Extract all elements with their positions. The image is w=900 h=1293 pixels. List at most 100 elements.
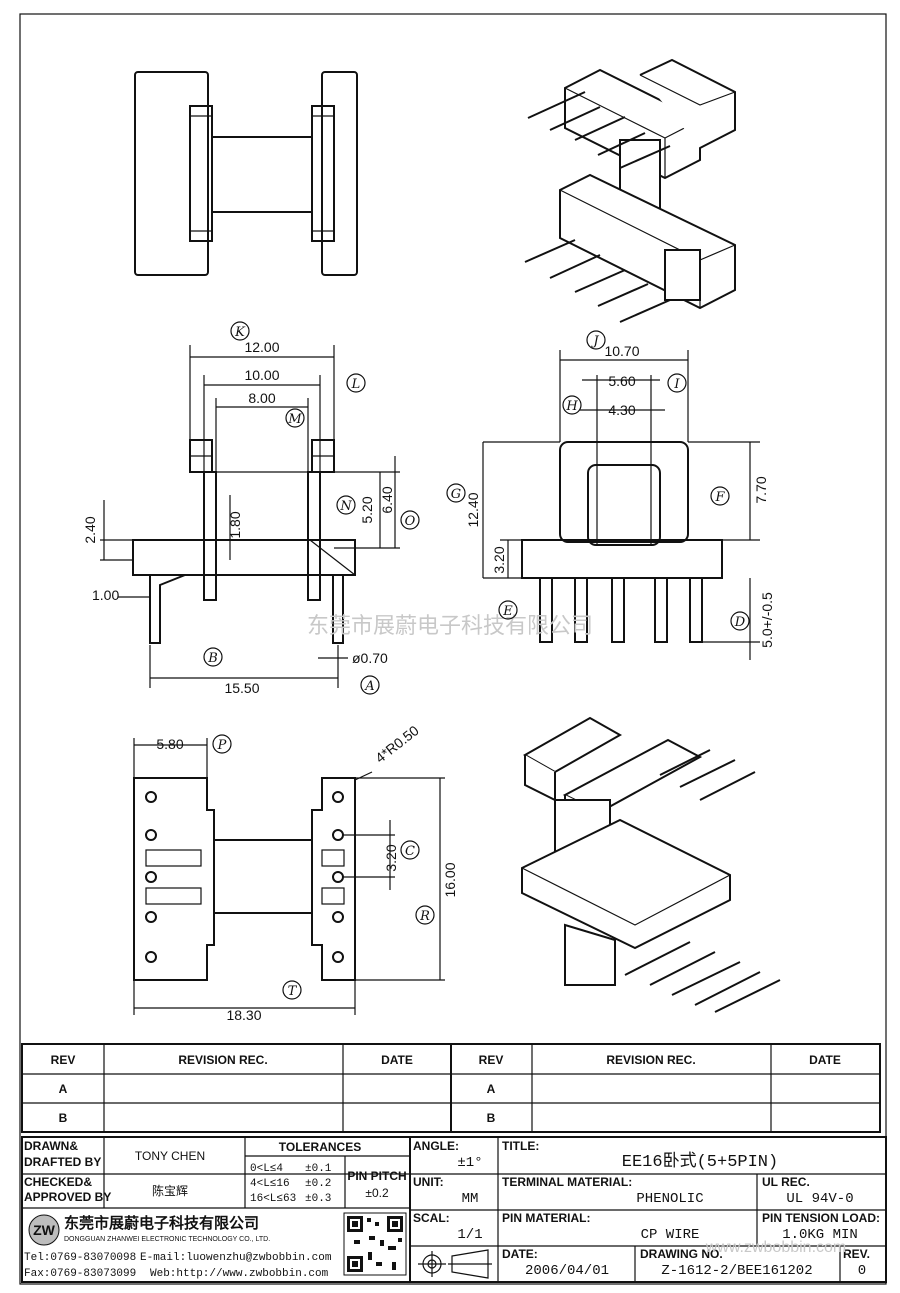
qr-code (343, 1212, 407, 1276)
ref-P: P (217, 738, 227, 753)
ref-B: B (207, 651, 218, 666)
rev-row-b-right: B (487, 1111, 496, 1125)
side-view-dims (482, 350, 760, 660)
angle-value: ±1° (457, 1155, 482, 1171)
pin-pitch-label: PIN PITCH (347, 1169, 406, 1183)
dimension-labels: 12.00 10.00 8.00 2.40 1.80 5.20 6.40 1.0… (82, 339, 775, 1023)
sheet-border (19, 13, 887, 1285)
tol-val-2: ±0.2 (305, 1178, 331, 1190)
dim-3-20: 3.20 (491, 546, 507, 573)
tol-val-1: ±0.1 (305, 1163, 332, 1175)
title-label: TITLE: (502, 1139, 539, 1153)
company-tel: Tel:0769-83070098 (24, 1252, 136, 1264)
dim-15-50: 15.50 (224, 680, 259, 696)
ref-L: L (351, 377, 361, 392)
title-value: EE16卧式(5+5PIN) (622, 1151, 778, 1172)
checked-label-2: APPROVED BY (24, 1190, 111, 1204)
dim-1-00: 1.00 (92, 587, 119, 603)
rev-row-a-left: A (59, 1082, 68, 1096)
side-view (521, 375, 723, 643)
watermark: 东莞市展蔚电子科技有限公司 (307, 614, 593, 639)
ref-N: N (339, 499, 352, 514)
rev-row-a-right: A (487, 1082, 496, 1096)
dim-8: 8.00 (248, 390, 275, 406)
tension-value: 1.0KG MIN (782, 1227, 858, 1243)
bottom-view (133, 777, 356, 981)
terminal-value: PHENOLIC (636, 1191, 703, 1207)
date-label: DATE: (502, 1247, 538, 1261)
pin-material-label: PIN MATERIAL: (502, 1211, 590, 1225)
tol-range-2: 4<L≤16 (250, 1178, 290, 1190)
company-name-en: DONGGUAN ZHANWEI ELECTRONIC TECHNOLOGY C… (64, 1236, 270, 1243)
dim-5-0: 5.0+/-0.5 (759, 592, 775, 648)
ref-H: H (565, 399, 578, 414)
company-email: E-mail:luowenzhu@zwbobbin.com (140, 1252, 332, 1264)
dim-12: 12.00 (244, 339, 279, 355)
dim-5-60: 5.60 (608, 373, 635, 389)
tol-range-3: 16<L≤63 (250, 1193, 296, 1205)
ref-R: R (419, 909, 430, 924)
corner-watermark: www.zwbobbin.com (705, 1239, 847, 1256)
bottom-view-dims (133, 738, 445, 1015)
ref-G: G (451, 487, 461, 502)
date-value: 2006/04/01 (525, 1263, 609, 1279)
company-web: Web:http://www.zwbobbin.com (150, 1268, 329, 1280)
dim-1-80: 1.80 (227, 511, 243, 538)
angle-label: ANGLE: (413, 1139, 459, 1153)
drawn-label-1: DRAWN& (24, 1139, 78, 1153)
drawing-label: DRAWING NO. (640, 1247, 723, 1261)
dim-10-70: 10.70 (604, 343, 639, 359)
top-view (134, 71, 358, 276)
title-block: DRAWN& DRAFTED BY TONY CHEN CHECKED& APP… (21, 1136, 887, 1283)
drawing-value: Z-1612-2/BEE161202 (661, 1263, 812, 1279)
ref-A: A (364, 679, 374, 694)
rev-header-6: DATE (809, 1053, 841, 1067)
company-logo: ZW (28, 1214, 60, 1246)
ref-F: F (714, 490, 725, 505)
iso-view-bottom (521, 716, 781, 1013)
ref-D: D (734, 615, 746, 630)
checked-value: 陈宝辉 (152, 1183, 188, 1198)
svg-text:ZW: ZW (33, 1222, 56, 1238)
company-fax: Fax:0769-83073099 (24, 1268, 136, 1280)
ul-label: UL REC. (762, 1175, 810, 1189)
tol-range-1: 0<L≤4 (250, 1163, 283, 1175)
unit-value: MM (462, 1191, 479, 1207)
company-name-cn: 东莞市展蔚电子科技有限公司 (64, 1214, 259, 1232)
revision-table: REV REVISION REC. DATE REV REVISION REC.… (21, 1043, 881, 1133)
rev-value: 0 (858, 1263, 866, 1279)
rev-header-5: REVISION REC. (606, 1053, 695, 1067)
rev-header-4: REV (479, 1053, 504, 1067)
front-view (132, 439, 356, 644)
pin-material-value: CP WIRE (641, 1227, 700, 1243)
dim-5-20: 5.20 (359, 496, 375, 523)
dim-0-70: ø0.70 (352, 650, 388, 666)
ref-E: E (502, 604, 513, 619)
projection-symbol (418, 1249, 492, 1279)
ref-M: M (287, 412, 302, 427)
ref-T: T (288, 984, 298, 999)
dim-5-80: 5.80 (156, 736, 183, 752)
ref-O: O (405, 514, 416, 529)
dim-radius: 4*R0.50 (372, 722, 422, 766)
iso-view-top (524, 58, 736, 323)
ref-I: I (673, 377, 680, 392)
rev-header-2: REVISION REC. (178, 1053, 267, 1067)
tolerances-label: TOLERANCES (279, 1140, 361, 1154)
dim-18-30: 18.30 (226, 1007, 261, 1023)
ref-J: J (590, 334, 599, 349)
dim-3-20b: 3.20 (383, 844, 399, 871)
scale-label: SCAL: (413, 1211, 450, 1225)
dim-16-00: 16.00 (442, 862, 458, 897)
rev-label: REV. (843, 1247, 870, 1261)
scale-value: 1/1 (457, 1227, 482, 1243)
rev-header-3: DATE (381, 1053, 413, 1067)
dim-10: 10.00 (244, 367, 279, 383)
ref-C: C (405, 844, 415, 859)
pin-pitch-value: ±0.2 (365, 1186, 389, 1200)
drawn-value: TONY CHEN (135, 1149, 205, 1163)
ref-K: K (234, 325, 246, 340)
dim-6-40: 6.40 (379, 486, 395, 513)
rev-header-1: REV (51, 1053, 76, 1067)
